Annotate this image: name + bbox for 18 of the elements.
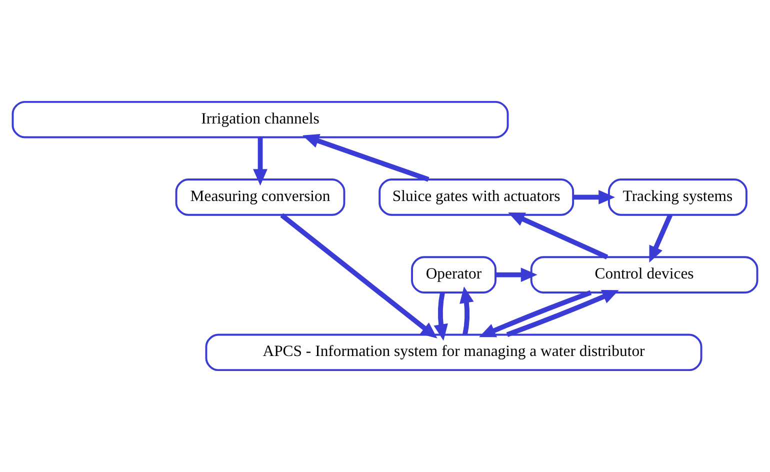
arrow bbox=[434, 292, 448, 341]
arrow bbox=[573, 190, 616, 204]
arrow bbox=[649, 214, 673, 263]
arrow bbox=[506, 290, 619, 337]
node-box: Control devices bbox=[530, 256, 758, 294]
node-box: Sluice gates with actuators bbox=[378, 178, 574, 216]
arrow bbox=[496, 268, 538, 282]
node-box: APCS - Information system for managing a water distributor bbox=[205, 334, 702, 372]
arrow bbox=[302, 134, 430, 182]
node-box: Measuring conversion bbox=[175, 178, 346, 216]
arrow bbox=[253, 137, 268, 186]
node-box: Tracking systems bbox=[608, 178, 748, 216]
arrow bbox=[280, 213, 438, 338]
arrow bbox=[460, 286, 474, 336]
arrow bbox=[479, 290, 592, 338]
arrow bbox=[508, 212, 608, 260]
node-box: Irrigation channels bbox=[12, 100, 509, 138]
node-box: Operator bbox=[411, 256, 496, 294]
